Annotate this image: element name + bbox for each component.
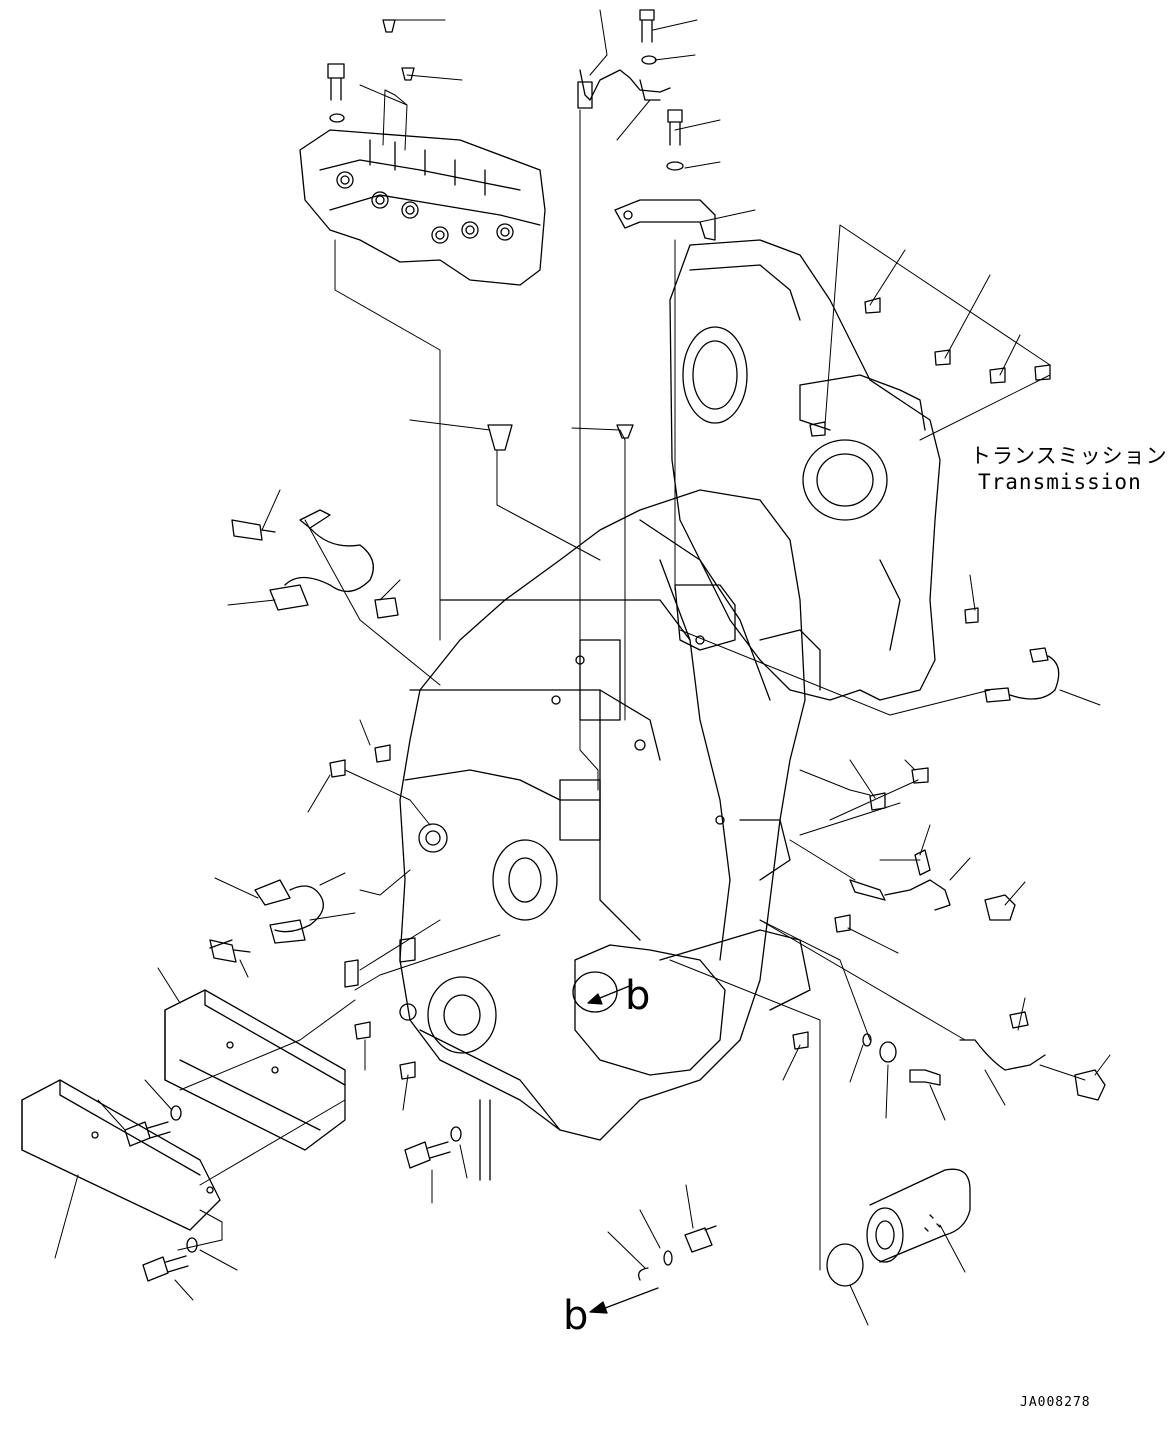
cover-plates	[21, 989, 346, 1231]
harness-left	[209, 509, 399, 963]
plug-caps	[329, 297, 1051, 1080]
leader-lines	[54, 9, 1111, 1326]
drawing-code: JA008278	[1020, 1395, 1091, 1410]
view-reference-upper: b	[625, 973, 651, 1019]
filter-element	[826, 1168, 971, 1287]
bolts-washers	[124, 939, 462, 1282]
transmission-label-en: Transmission	[978, 470, 1142, 494]
plug-parts	[479, 1099, 717, 1281]
view-reference-lower: b	[563, 1293, 589, 1339]
control-valve-assembly	[299, 19, 546, 286]
view-arrows	[572, 971, 659, 1314]
transmission-housing	[669, 239, 941, 701]
transmission-case	[399, 489, 811, 1141]
pipe-bracket-assembly	[577, 9, 716, 241]
sensors-right	[849, 647, 1106, 1101]
transmission-label-jp: トランスミッション	[970, 444, 1168, 468]
